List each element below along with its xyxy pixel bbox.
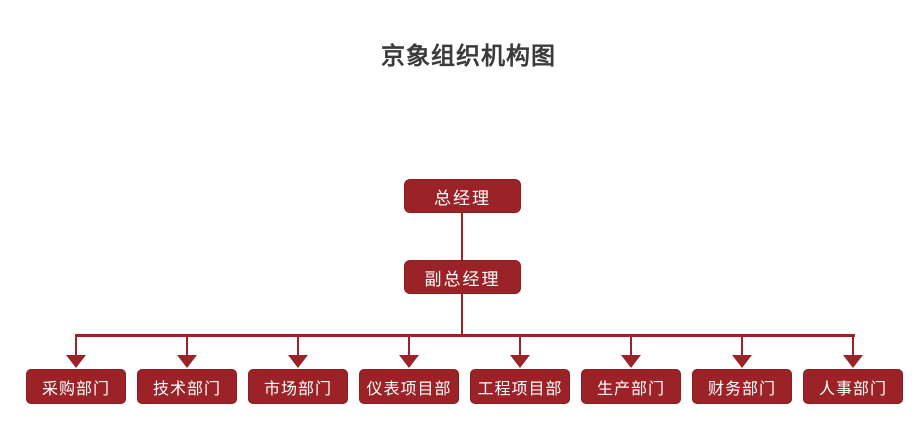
connector-drop-line (297, 336, 299, 355)
chart-title: 京象组织机构图 (381, 42, 556, 70)
connector-line-deputy-branch (461, 294, 463, 336)
branch-connector (803, 336, 903, 368)
department-node-1[interactable]: 技术部门 (137, 369, 237, 404)
department-label: 市场部门 (263, 378, 332, 398)
root-node-general-manager[interactable]: 总经理 (404, 179, 521, 213)
department-node-7[interactable]: 人事部门 (803, 369, 903, 404)
connector-branch-horizontal-line (75, 334, 855, 337)
department-node-3[interactable]: 仪表项目部 (359, 369, 459, 404)
branch-connector (692, 336, 792, 368)
arrow-down-icon (399, 355, 419, 368)
connector-drop-line (75, 336, 77, 355)
branch-connector (137, 336, 237, 368)
connector-drop-line (852, 336, 854, 355)
arrow-down-icon (510, 355, 530, 368)
connector-drop-line (519, 336, 521, 355)
branch-connector (359, 336, 459, 368)
department-node-6[interactable]: 财务部门 (692, 369, 792, 404)
department-node-5[interactable]: 生产部门 (581, 369, 681, 404)
branch-connector (248, 336, 348, 368)
connector-drop-line (408, 336, 410, 355)
deputy-node-vice-general-manager[interactable]: 副总经理 (404, 260, 521, 294)
department-label: 生产部门 (596, 378, 665, 398)
department-label: 采购部门 (41, 378, 110, 398)
branch-connectors-row (26, 336, 903, 368)
arrow-down-icon (732, 355, 752, 368)
department-node-4[interactable]: 工程项目部 (470, 369, 570, 404)
department-nodes-row: 采购部门 技术部门 市场部门 仪表项目部 工程项目部 生产部门 财务部门 人事部… (26, 369, 903, 404)
deputy-node-label: 副总经理 (424, 269, 501, 290)
department-node-0[interactable]: 采购部门 (26, 369, 126, 404)
branch-connector (26, 336, 126, 368)
arrow-down-icon (843, 355, 863, 368)
department-node-2[interactable]: 市场部门 (248, 369, 348, 404)
arrow-down-icon (621, 355, 641, 368)
department-label: 工程项目部 (477, 378, 563, 398)
root-node-label: 总经理 (434, 188, 491, 209)
department-label: 技术部门 (152, 378, 221, 398)
connector-line-root-deputy (461, 213, 463, 260)
department-label: 仪表项目部 (366, 378, 452, 398)
arrow-down-icon (66, 355, 86, 368)
connector-drop-line (630, 336, 632, 355)
connector-drop-line (186, 336, 188, 355)
department-label: 人事部门 (818, 378, 887, 398)
branch-connector (470, 336, 570, 368)
arrow-down-icon (288, 355, 308, 368)
arrow-down-icon (177, 355, 197, 368)
branch-connector (581, 336, 681, 368)
department-label: 财务部门 (707, 378, 776, 398)
connector-drop-line (741, 336, 743, 355)
